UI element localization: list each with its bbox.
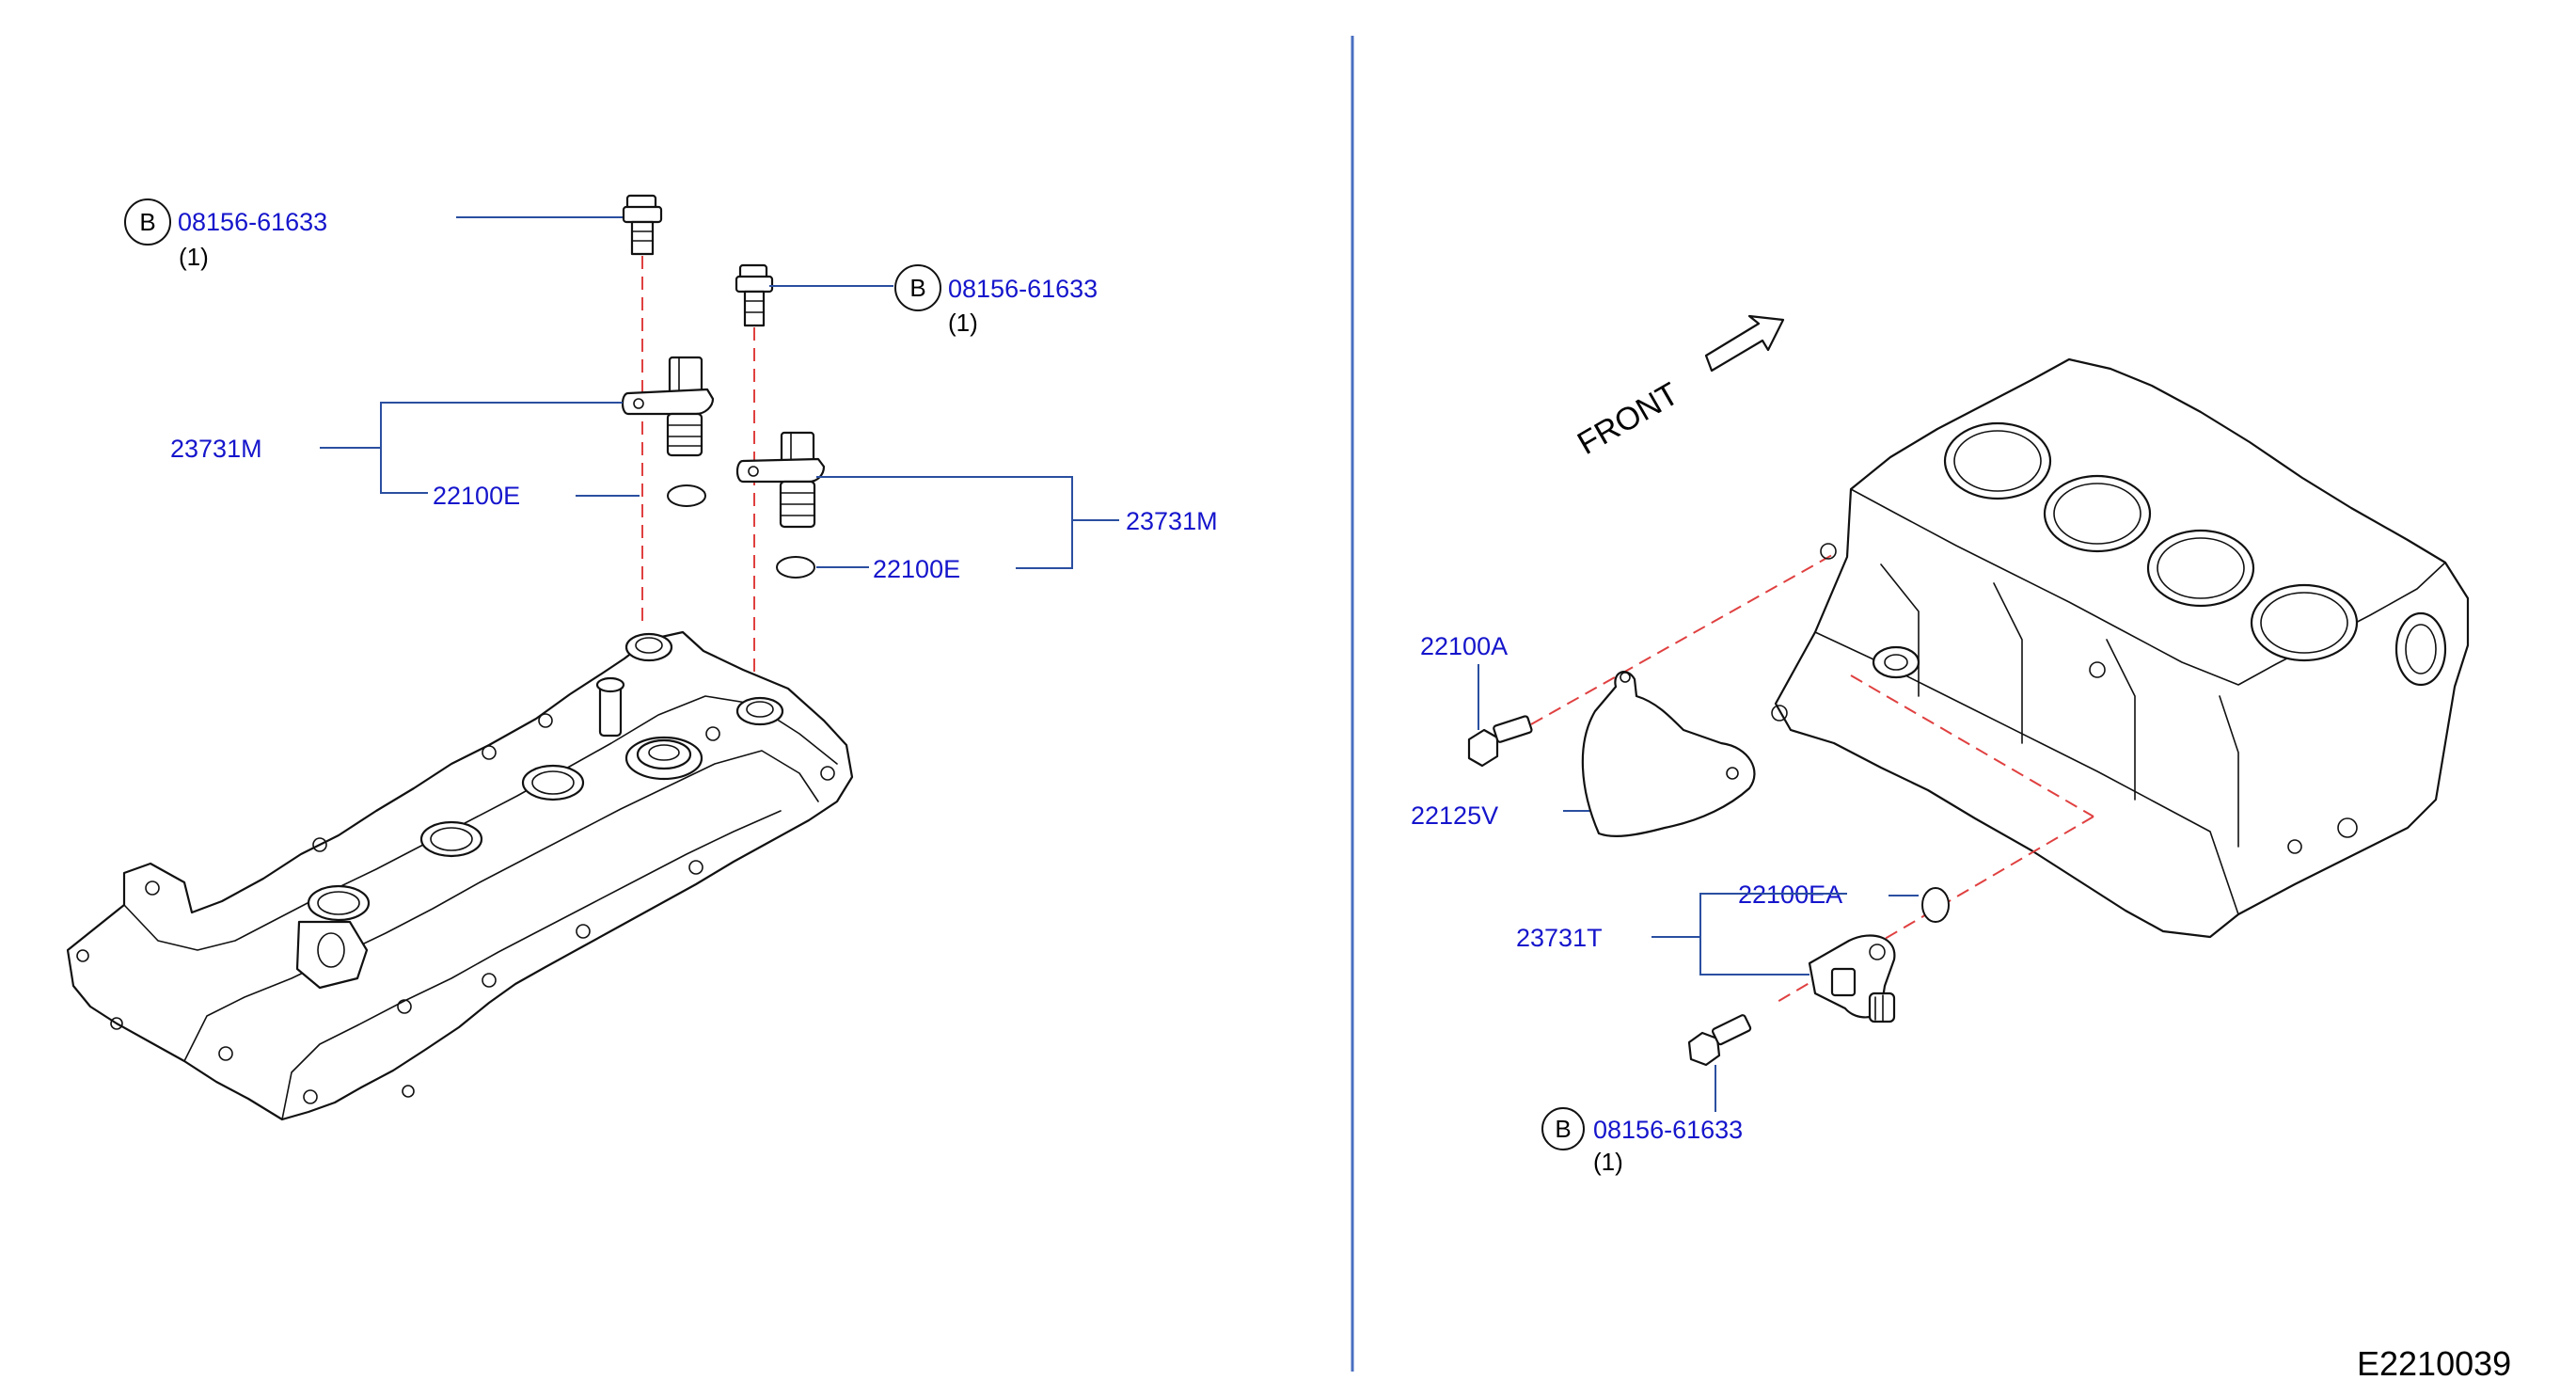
bolt-a-marker: B [139, 208, 155, 236]
camshaft-sensor-a-icon [621, 356, 715, 457]
bolt-c-part-number[interactable]: 08156-61633 [1593, 1116, 1743, 1144]
bolt-b-marker: B [909, 274, 925, 302]
oring-b-icon [776, 556, 815, 579]
sensor-a-label[interactable]: 23731M [170, 435, 262, 463]
camshaft-sensor-b-icon [735, 431, 826, 529]
heat-shield-icon [1581, 671, 1756, 837]
left-panel: B 08156-61633 (1) 23731M 22 [66, 194, 1218, 1121]
cylinder-block-drawing [1771, 357, 2470, 939]
sensor-23731t-centerline [1850, 674, 2094, 817]
bolt-b-icon [735, 263, 774, 327]
oring-22100ea-icon [1921, 887, 1950, 923]
bolt-c-icon [1687, 1014, 1752, 1067]
crank-sensor-23731t-icon [1808, 934, 1896, 1023]
bolt-a-marker-circle [124, 198, 171, 246]
bolt-c-callout[interactable]: B 08156-61633 (1) [1541, 1107, 1743, 1176]
bolt-b-quantity: (1) [948, 309, 978, 337]
bolt-b-part-number[interactable]: 08156-61633 [948, 275, 1098, 303]
bolt-22100a-label[interactable]: 22100A [1420, 632, 1508, 660]
sensor-23731t-label[interactable]: 23731T [1516, 924, 1603, 952]
bolt-a-callout[interactable]: B 08156-61633 (1) [124, 198, 327, 271]
front-label: FRONT [1572, 375, 1684, 461]
bolt-c-quantity: (1) [1593, 1148, 1623, 1176]
sensor-23731t-bracket [1699, 893, 1847, 976]
bolt-a-part-number[interactable]: 08156-61633 [178, 208, 327, 236]
bolt-a-icon [622, 194, 663, 256]
front-arrow-icon [1704, 314, 1785, 373]
bolt-b-marker-circle [894, 264, 941, 311]
sensor-b-label[interactable]: 23731M [1126, 507, 1218, 535]
diagram-reference: E2210039 [2357, 1344, 2511, 1383]
bolt-c-marker-circle [1541, 1107, 1585, 1150]
oring-a-icon [667, 484, 706, 507]
sensor-b-bracket [816, 476, 1073, 569]
sensor-a-bracket [380, 402, 623, 494]
oring-a-label[interactable]: 22100E [433, 482, 520, 510]
bolt-b-callout[interactable]: B 08156-61633 (1) [894, 264, 1098, 337]
oring-b-label[interactable]: 22100E [873, 555, 960, 583]
bolt-c-marker: B [1555, 1115, 1571, 1143]
shield-label[interactable]: 22125V [1411, 801, 1498, 830]
bolt-22100a-centerline [1530, 554, 1833, 725]
bolt-a-quantity: (1) [179, 243, 209, 271]
bolt-22100a-icon [1467, 715, 1533, 768]
right-panel: FRONT 22100A 22125V [1411, 314, 2470, 1176]
valve-cover-drawing [66, 630, 854, 1121]
